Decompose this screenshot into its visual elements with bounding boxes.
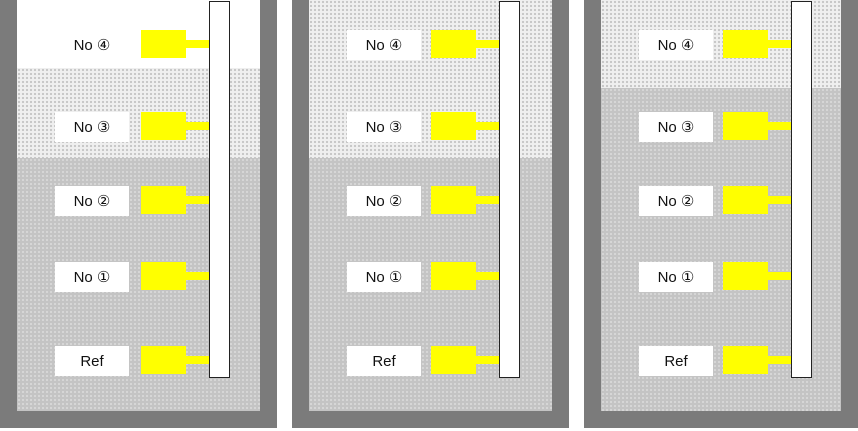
sensor-ref	[141, 346, 210, 374]
sensor-label-ref: Ref	[347, 346, 421, 376]
sensor-no3	[431, 112, 500, 140]
sensor-label-no3: No ③	[347, 112, 421, 142]
tank-panel-1: No ④ No ③ No ② No ① Ref	[0, 0, 277, 428]
sensor-label-no3: No ③	[55, 112, 129, 142]
sensor-label-no3: No ③	[639, 112, 713, 142]
tank-wall-right	[260, 0, 277, 428]
sensor-label-no1: No ①	[639, 262, 713, 292]
sensor-no2	[723, 186, 792, 214]
sensor-ref	[723, 346, 792, 374]
sensor-label-no1: No ①	[55, 262, 129, 292]
sensor-label-no2: No ②	[347, 186, 421, 216]
sensor-no3	[723, 112, 792, 140]
sensor-no1	[141, 262, 210, 290]
tank-panel-2: No ④ No ③ No ② No ① Ref	[292, 0, 569, 428]
sensor-no1	[431, 262, 500, 290]
sensor-label-no4: No ④	[639, 30, 713, 60]
sensor-no1	[723, 262, 792, 290]
tank-wall-bottom	[584, 411, 858, 428]
tank-panel-3: No ④ No ③ No ② No ① Ref	[584, 0, 858, 428]
sensor-label-no4: No ④	[55, 30, 129, 60]
tank-wall-left	[0, 0, 17, 428]
sensor-label-no1: No ①	[347, 262, 421, 292]
tank-wall-right	[841, 0, 858, 428]
sensor-label-ref: Ref	[639, 346, 713, 376]
sensor-no2	[431, 186, 500, 214]
tank-wall-left	[292, 0, 309, 428]
tank-wall-left	[584, 0, 601, 428]
guide-rod	[499, 1, 520, 378]
sensor-ref	[431, 346, 500, 374]
sensor-label-ref: Ref	[55, 346, 129, 376]
tank-wall-bottom	[292, 411, 569, 428]
sensor-no4	[141, 30, 210, 58]
sensor-no2	[141, 186, 210, 214]
tank-wall-right	[552, 0, 569, 428]
guide-rod	[791, 1, 812, 378]
guide-rod	[209, 1, 230, 378]
sensor-label-no4: No ④	[347, 30, 421, 60]
sensor-no3	[141, 112, 210, 140]
tank-wall-bottom	[0, 411, 277, 428]
sensor-label-no2: No ②	[639, 186, 713, 216]
sensor-no4	[431, 30, 500, 58]
sensor-no4	[723, 30, 792, 58]
sensor-label-no2: No ②	[55, 186, 129, 216]
